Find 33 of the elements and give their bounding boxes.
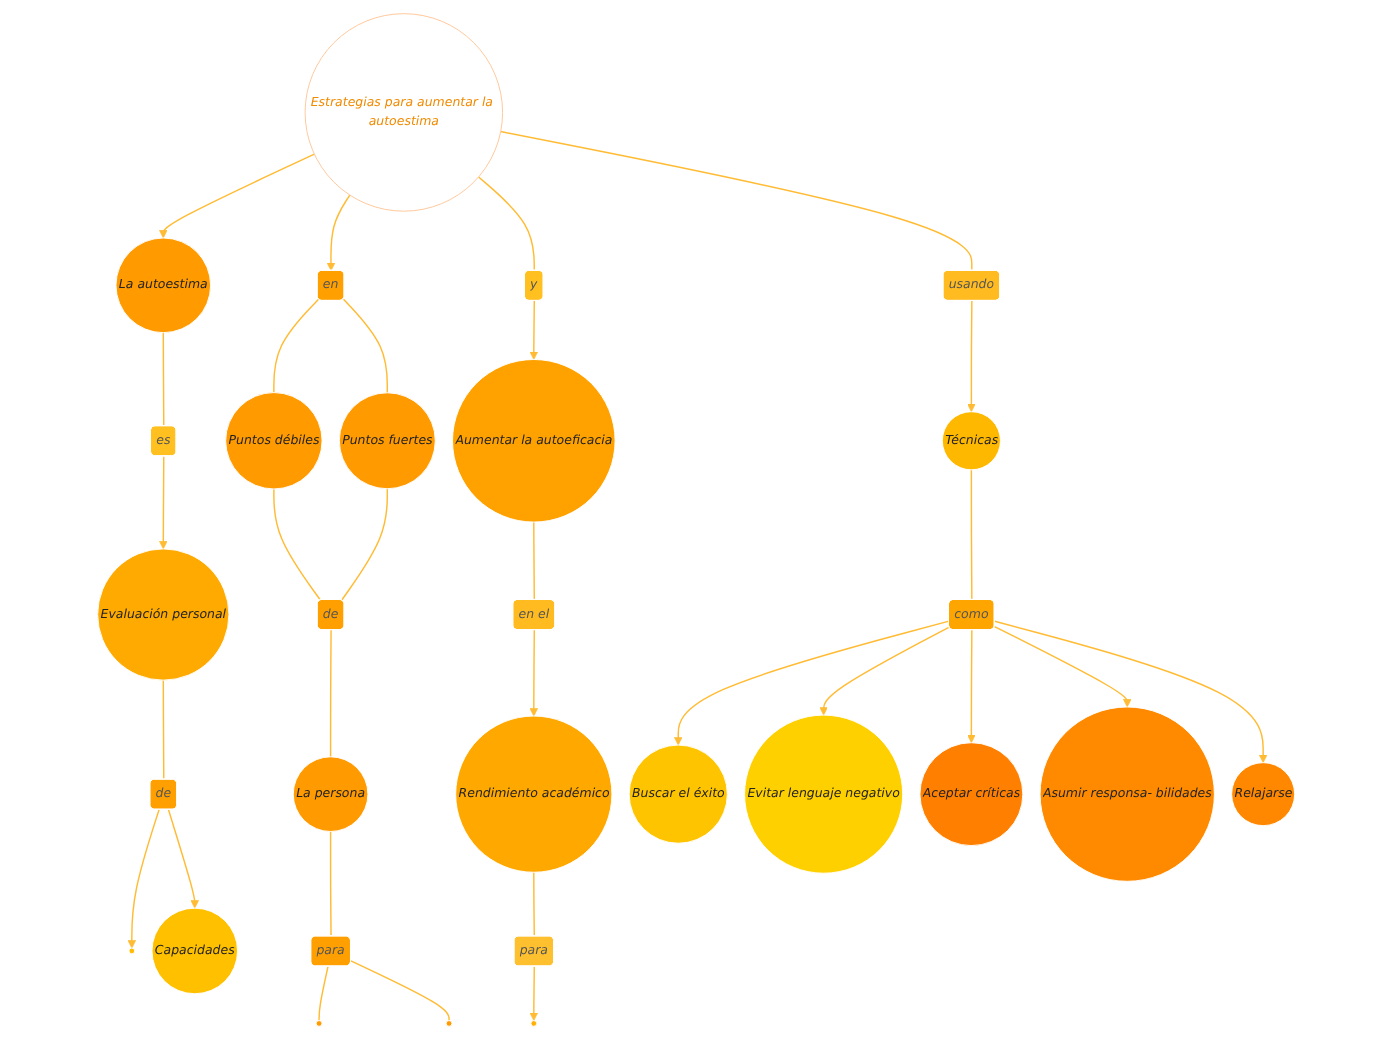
connector	[329, 629, 332, 758]
connector	[342, 298, 388, 394]
connector	[273, 298, 320, 394]
arrow	[967, 629, 976, 744]
arrow	[993, 620, 1268, 764]
connector	[273, 488, 322, 601]
node-circle	[128, 947, 136, 955]
arrow	[819, 626, 950, 716]
arrow	[529, 965, 538, 1021]
arrow	[167, 809, 199, 909]
arrow	[967, 300, 976, 413]
connector	[477, 176, 535, 272]
arrow	[158, 153, 315, 239]
arrow	[673, 620, 950, 746]
arrow	[127, 809, 160, 949]
connector	[162, 331, 165, 427]
connector	[162, 679, 165, 781]
arrow	[993, 625, 1132, 708]
connector	[329, 830, 332, 938]
arrow	[326, 194, 351, 272]
arrow	[158, 455, 168, 550]
connector	[532, 521, 535, 601]
node-circle	[445, 1020, 453, 1027]
arrow	[529, 629, 538, 717]
arrow	[529, 300, 538, 360]
connector	[532, 871, 535, 938]
connector	[318, 965, 329, 1022]
connector	[970, 469, 973, 601]
connector	[350, 960, 450, 1022]
connector	[340, 488, 388, 601]
node-circle	[530, 1020, 537, 1027]
node-circle	[315, 1020, 323, 1027]
connector	[499, 130, 973, 272]
